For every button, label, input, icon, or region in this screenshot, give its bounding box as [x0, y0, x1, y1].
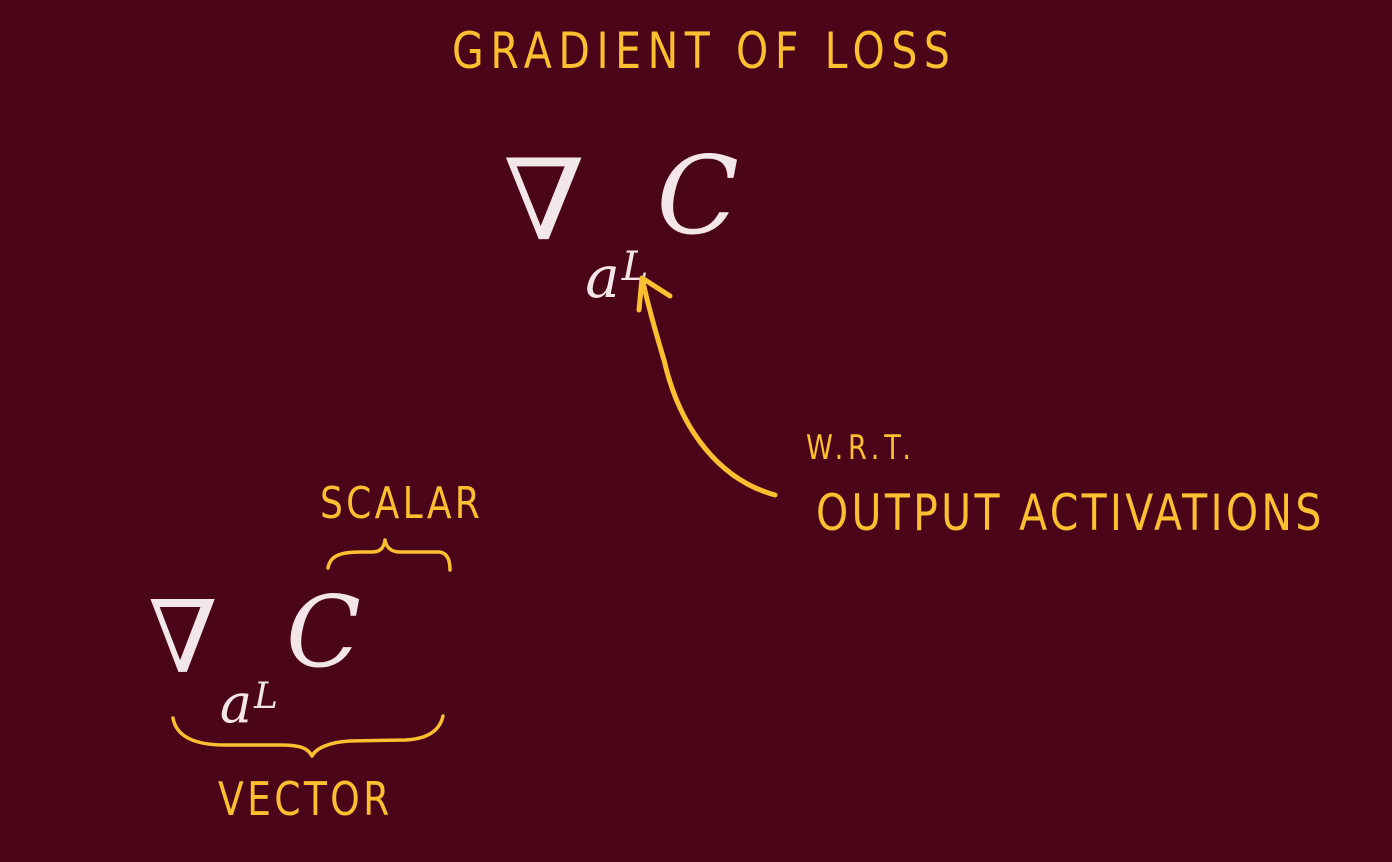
- scalar-label: SCALAR: [320, 478, 484, 529]
- top-formula: ∇aLC: [503, 134, 739, 307]
- bottom-formula: ∇aLC: [148, 579, 361, 731]
- subscript-a: a: [219, 672, 253, 735]
- vector-brace-icon: [171, 714, 445, 758]
- nabla-operator: ∇: [503, 136, 586, 266]
- curved-arrow-icon: [640, 279, 778, 498]
- subscript-a: a: [585, 243, 620, 311]
- superscript-L: L: [254, 676, 278, 717]
- output-activations-label: OUTPUT ACTIVATIONS: [816, 484, 1325, 542]
- nabla-operator: ∇: [148, 579, 218, 696]
- superscript-L: L: [621, 244, 649, 290]
- function-C: C: [285, 576, 361, 690]
- title-gradient-of-loss: GRADIENT OF LOSS: [452, 22, 957, 80]
- function-C: C: [656, 134, 739, 259]
- wrt-label: W.R.T.: [806, 428, 916, 468]
- scalar-brace-icon: [326, 538, 452, 572]
- vector-label: VECTOR: [218, 772, 393, 826]
